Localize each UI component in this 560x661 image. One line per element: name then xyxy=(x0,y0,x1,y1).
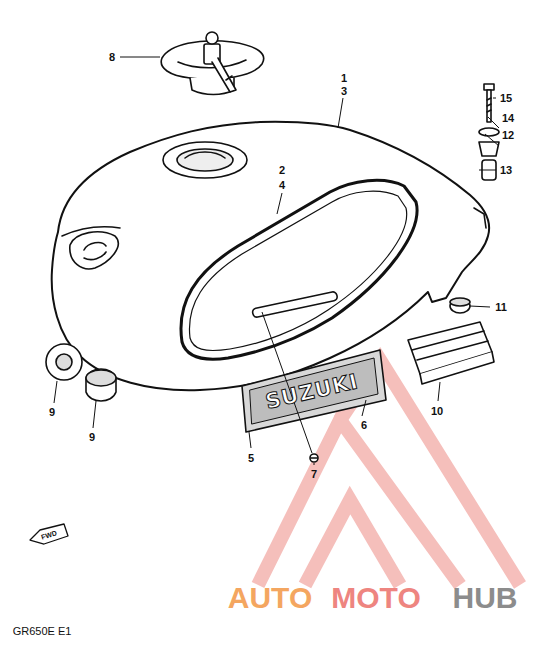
emblem-text: SUZUKI xyxy=(264,371,361,413)
tank-pad xyxy=(408,322,494,384)
callout-number: 6 xyxy=(361,420,367,431)
callout-number: 8 xyxy=(109,52,115,63)
callout-number: 1 xyxy=(341,73,347,84)
callout-number: 2 xyxy=(279,165,285,176)
callout-number: 13 xyxy=(500,165,512,176)
mount-rubber xyxy=(479,142,499,156)
callout-number: 10 xyxy=(431,406,443,417)
bolt xyxy=(484,84,494,122)
emblem-plate xyxy=(242,350,386,432)
diagram-code: GR650E E1 xyxy=(13,626,72,637)
callout-number: 14 xyxy=(502,113,514,124)
callout-number: 12 xyxy=(502,130,514,141)
fuel-cap xyxy=(161,32,263,95)
leader-line xyxy=(54,57,499,465)
callout-number: 9 xyxy=(49,407,55,418)
watermark: MOTO xyxy=(331,583,420,613)
forward-mark: FWD xyxy=(40,529,57,540)
watermark-logo xyxy=(258,360,520,585)
fwd-arrow xyxy=(30,524,68,544)
tank-stripe xyxy=(181,180,417,359)
callout-number: 15 xyxy=(500,93,512,104)
callout-number: 9 xyxy=(89,432,95,443)
callout-number: 4 xyxy=(279,180,285,191)
side-hole xyxy=(70,232,118,269)
cushion xyxy=(450,298,470,313)
screw xyxy=(310,454,318,462)
tank-rubber xyxy=(46,344,116,401)
watermark: AUTO xyxy=(228,583,312,613)
filler-recess xyxy=(163,142,247,178)
washer xyxy=(479,128,499,136)
callout-number: 3 xyxy=(341,86,347,97)
emblem-slot xyxy=(252,291,338,318)
callout-number: 11 xyxy=(495,302,507,313)
callout-number: 7 xyxy=(311,469,317,480)
callout-number: 5 xyxy=(248,453,254,464)
watermark: HUB xyxy=(453,583,518,613)
